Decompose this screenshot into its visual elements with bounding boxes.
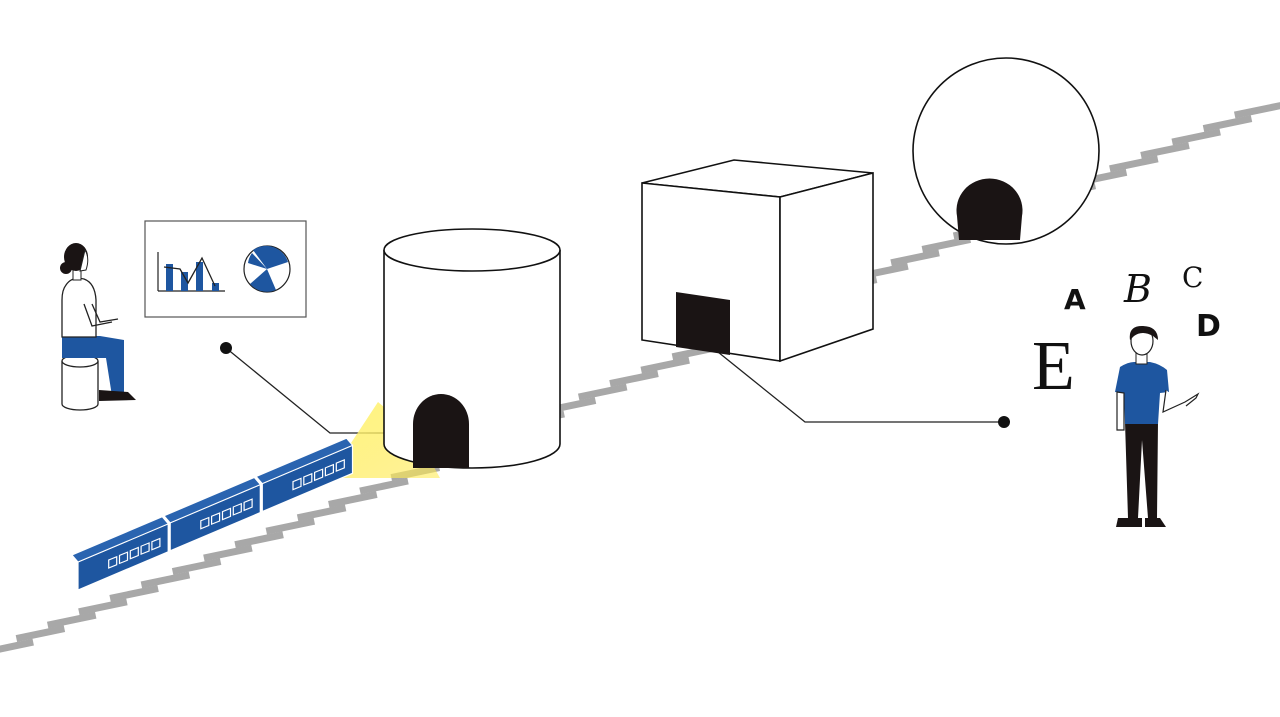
train-window [335, 459, 345, 472]
rail-sleeper [15, 625, 66, 643]
rail-sleeper [171, 558, 222, 575]
rail-sleeper [203, 544, 253, 562]
sphere-door [956, 178, 1023, 240]
letter-c: C [1182, 261, 1204, 294]
chart-board [144, 220, 307, 318]
cube-building-icon [641, 159, 874, 363]
rail-sleeper [1233, 102, 1280, 119]
letter-b: B [1124, 267, 1152, 311]
rail-sleeper [1109, 155, 1159, 173]
rail-sleeper [78, 598, 128, 616]
train-icon [71, 437, 354, 591]
train-car-roof [163, 476, 262, 524]
rail-sleeper [296, 504, 347, 522]
sphere-building-icon [912, 57, 1100, 245]
train-window [324, 463, 334, 477]
train-car-roof [71, 516, 170, 563]
train-window [118, 551, 129, 565]
rail-sleeper [890, 249, 940, 267]
rail-sleeper [265, 517, 316, 535]
rail-sleeper [328, 490, 378, 508]
rail-sleeper [140, 571, 191, 589]
rail-sleeper [1140, 141, 1190, 159]
train-window [314, 468, 324, 482]
cube-door [676, 292, 730, 355]
seated-person-icon [60, 243, 136, 411]
train-window [200, 516, 210, 530]
pie-chart-icon [243, 245, 291, 293]
connector-line-right [717, 351, 1010, 428]
train-window [211, 512, 221, 526]
train-window [151, 537, 161, 551]
rail-sleeper [640, 356, 690, 374]
train-window [140, 542, 150, 556]
rail-sleeper [359, 477, 409, 495]
cylinder-door [413, 394, 469, 468]
rail-sleeper [1202, 115, 1253, 133]
letter-d: D [1196, 309, 1221, 344]
letter-a: A [1064, 283, 1086, 316]
train-car-roof [255, 437, 354, 485]
letter-e: E [1032, 328, 1075, 405]
rail-sleeper [577, 383, 628, 401]
train-window [221, 507, 232, 521]
cylinder-building-icon [383, 228, 561, 469]
rail-sleeper [0, 638, 34, 653]
train-window [292, 477, 302, 491]
rail-sleeper [46, 611, 97, 629]
train-window [108, 555, 118, 569]
train-window [243, 498, 253, 512]
rail-sleeper [1171, 128, 1221, 146]
train-window [232, 502, 242, 516]
train-window [303, 472, 313, 486]
rail-sleeper [921, 235, 972, 253]
rail-sleeper [109, 584, 159, 602]
rail-sleeper [609, 370, 659, 388]
standing-person-icon [1115, 326, 1200, 527]
bar-line-chart-icon [157, 252, 225, 292]
rail-sleeper [234, 531, 284, 549]
train-window [129, 546, 139, 560]
